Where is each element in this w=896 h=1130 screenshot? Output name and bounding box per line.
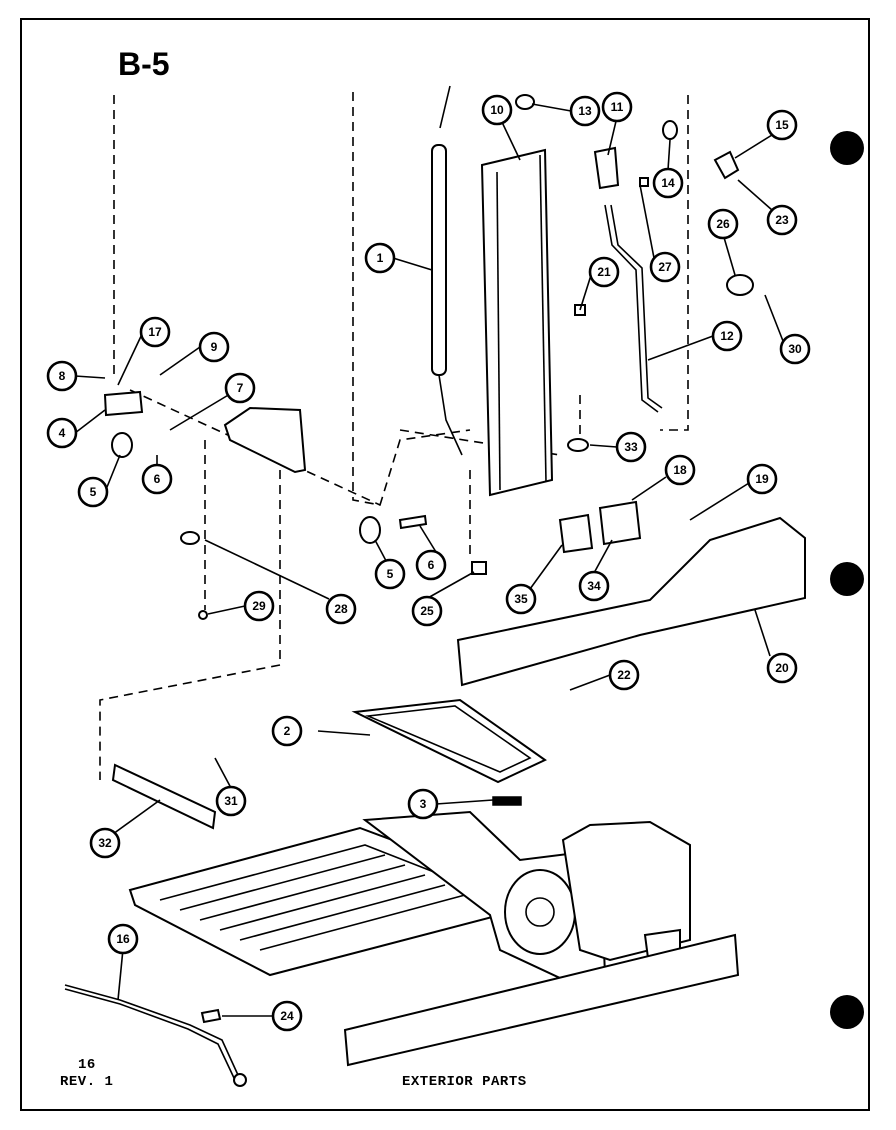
page-code: B-5 <box>118 46 170 82</box>
callout-1: 1 <box>364 242 396 274</box>
callout-33: 33 <box>615 431 647 463</box>
page-number: 16 <box>78 1057 96 1073</box>
left-bracket <box>103 390 487 620</box>
callout-25: 25 <box>411 595 443 627</box>
callout-28: 28 <box>325 593 357 625</box>
svg-text:7: 7 <box>237 381 244 395</box>
callout-26: 26 <box>707 208 739 240</box>
punch-hole-middle <box>830 562 864 596</box>
rear-panel <box>456 500 806 687</box>
callout-10: 10 <box>481 94 513 126</box>
callout-22: 22 <box>608 659 640 691</box>
svg-text:2: 2 <box>284 724 291 738</box>
callout-29: 29 <box>243 590 275 622</box>
svg-text:20: 20 <box>775 661 789 675</box>
channel-panel <box>480 148 554 497</box>
svg-text:28: 28 <box>334 602 348 616</box>
power-cord <box>64 984 247 1087</box>
callout-8: 8 <box>46 360 78 392</box>
callout-6-center: 6 <box>415 549 447 581</box>
svg-text:32: 32 <box>98 836 112 850</box>
callout-11: 11 <box>601 91 633 123</box>
callout-4: 4 <box>46 417 78 449</box>
svg-text:27: 27 <box>658 260 672 274</box>
callout-18: 18 <box>664 454 696 486</box>
svg-text:24: 24 <box>280 1009 294 1023</box>
svg-text:34: 34 <box>587 579 601 593</box>
revision-label: REV. 1 <box>60 1074 114 1090</box>
callout-14: 14 <box>652 167 684 199</box>
linkage-rod <box>604 204 663 413</box>
callout-13: 13 <box>569 95 601 127</box>
drain-pan <box>111 698 547 830</box>
svg-text:5: 5 <box>387 567 394 581</box>
svg-text:25: 25 <box>420 604 434 618</box>
callout-9: 9 <box>198 331 230 363</box>
svg-text:31: 31 <box>224 794 238 808</box>
svg-text:1: 1 <box>377 251 384 265</box>
callout-15: 15 <box>766 109 798 141</box>
callout-5-center: 5 <box>374 558 406 590</box>
svg-text:33: 33 <box>624 440 638 454</box>
svg-text:6: 6 <box>428 558 435 572</box>
callout-35: 35 <box>505 583 537 615</box>
callout-3: 3 <box>407 788 439 820</box>
callout-17: 17 <box>139 316 171 348</box>
diagram-caption: EXTERIOR PARTS <box>402 1074 527 1090</box>
heater-tube <box>431 85 463 456</box>
callout-23: 23 <box>766 204 798 236</box>
callout-6-left: 6 <box>141 463 173 495</box>
svg-text:17: 17 <box>148 325 162 339</box>
callout-31: 31 <box>215 785 247 817</box>
leader-lines <box>74 103 784 1017</box>
svg-text:10: 10 <box>490 103 504 117</box>
svg-text:22: 22 <box>617 668 631 682</box>
callout-20: 20 <box>766 652 798 684</box>
svg-text:21: 21 <box>597 265 611 279</box>
svg-text:14: 14 <box>661 176 675 190</box>
cabinet-outline <box>99 92 689 780</box>
svg-text:4: 4 <box>59 426 66 440</box>
svg-text:15: 15 <box>775 118 789 132</box>
punch-hole-top <box>830 131 864 165</box>
svg-text:12: 12 <box>720 329 734 343</box>
callout-30: 30 <box>779 333 811 365</box>
callout-19: 19 <box>746 463 778 495</box>
punch-hole-bottom <box>830 995 864 1029</box>
svg-text:16: 16 <box>116 932 130 946</box>
svg-text:23: 23 <box>775 213 789 227</box>
svg-text:5: 5 <box>90 485 97 499</box>
svg-text:13: 13 <box>578 104 592 118</box>
callout-7: 7 <box>224 372 256 404</box>
callout-12: 12 <box>711 320 743 352</box>
small-hardware-top <box>515 94 754 452</box>
callout-32: 32 <box>89 827 121 859</box>
svg-text:35: 35 <box>514 592 528 606</box>
svg-text:26: 26 <box>716 217 730 231</box>
callout-21: 21 <box>588 256 620 288</box>
page-border <box>20 18 870 1111</box>
callout-34: 34 <box>578 570 610 602</box>
callout-16: 16 <box>107 923 139 955</box>
svg-text:29: 29 <box>252 599 266 613</box>
svg-text:3: 3 <box>420 797 427 811</box>
callout-24: 24 <box>271 1000 303 1032</box>
svg-text:11: 11 <box>611 100 624 114</box>
callout-2: 2 <box>271 715 303 747</box>
callout-27: 27 <box>649 251 681 283</box>
svg-text:6: 6 <box>154 472 161 486</box>
svg-text:19: 19 <box>755 472 769 486</box>
svg-text:18: 18 <box>673 463 687 477</box>
condenser-base <box>128 810 740 1067</box>
callout-5-left: 5 <box>77 476 109 508</box>
svg-text:9: 9 <box>211 340 218 354</box>
svg-text:30: 30 <box>788 342 802 356</box>
svg-text:8: 8 <box>59 369 66 383</box>
